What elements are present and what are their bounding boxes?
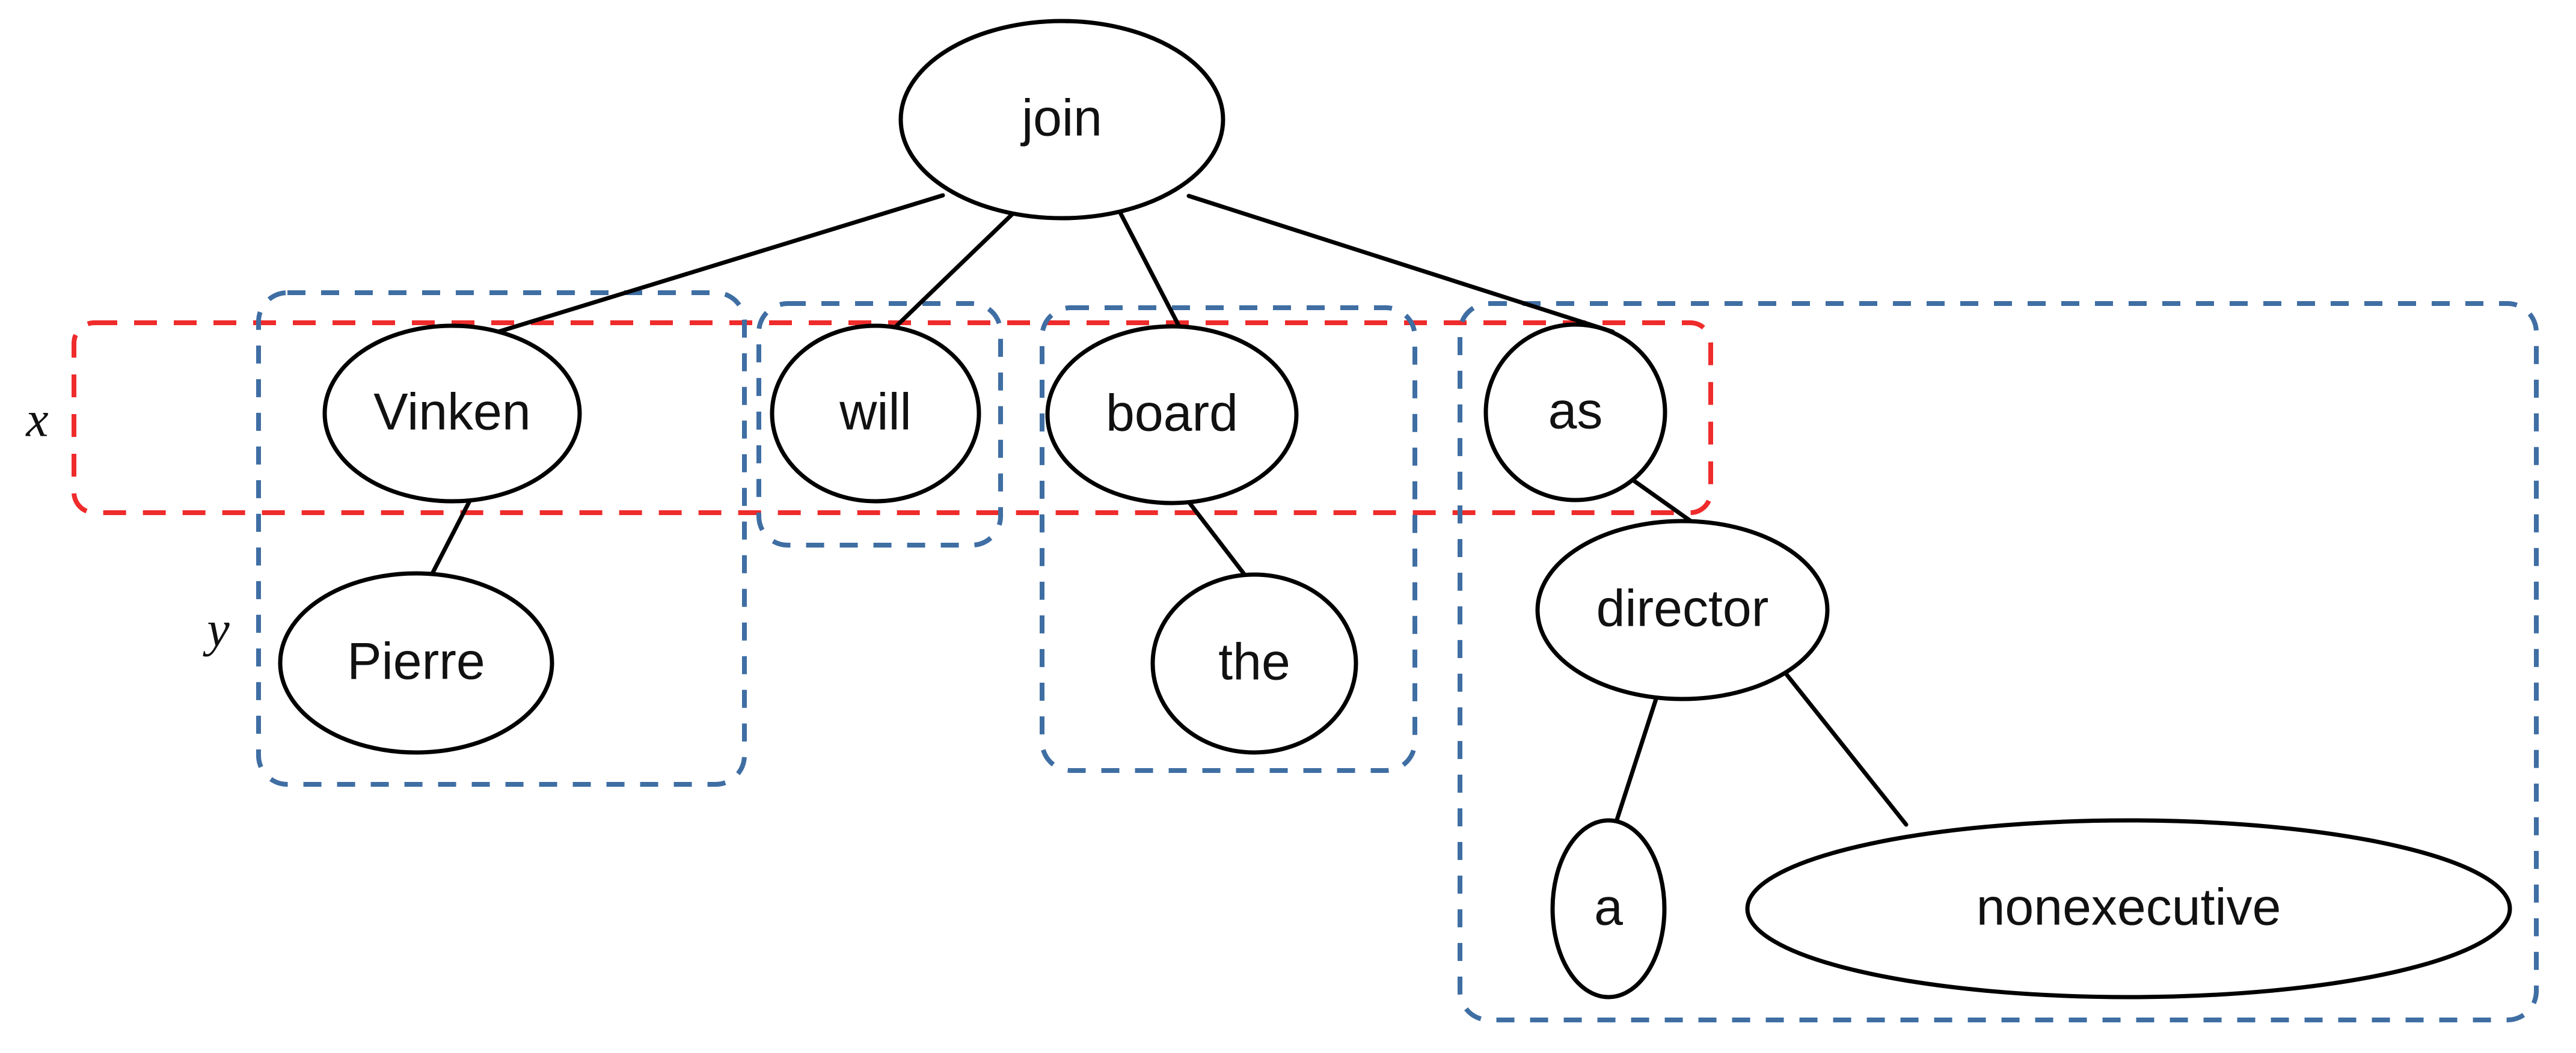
node-label-as: as <box>1548 382 1603 440</box>
edge-join-to-vinken <box>490 193 945 336</box>
node-ellipse-a <box>1550 818 1667 1000</box>
group-box-group-as-phrase <box>1458 301 2539 1022</box>
edge-join-to-as <box>1186 194 1615 334</box>
edge-as-to-director <box>1631 478 1696 525</box>
node-vinken[interactable]: Vinken <box>322 323 582 504</box>
node-board[interactable]: board <box>1045 324 1299 505</box>
node-label-vinken: Vinken <box>373 383 530 441</box>
node-label-board: board <box>1106 385 1238 442</box>
node-label-pierre: Pierre <box>347 633 485 691</box>
group-box-group-will <box>756 301 1003 548</box>
node-will[interactable]: will <box>770 323 981 504</box>
edge-director-to-nonexecutive <box>1779 666 1909 827</box>
node-ellipse-director <box>1535 519 1830 701</box>
edge-join-to-board <box>1117 209 1182 330</box>
node-ellipse-will <box>770 323 981 504</box>
edge-director-to-a <box>1613 695 1659 826</box>
node-ellipse-vinken <box>322 323 582 504</box>
node-label-the: the <box>1218 633 1290 691</box>
node-nonexecutive[interactable]: nonexecutive <box>1745 818 2512 1000</box>
group-boxes-layer <box>256 290 2539 1022</box>
group-box-group-pierre-vinken <box>256 290 747 787</box>
span-box-x-span <box>72 320 1713 515</box>
node-ellipse-nonexecutive <box>1745 818 2512 1000</box>
node-ellipse-pierre <box>278 571 554 755</box>
node-label-join: join <box>1020 90 1102 147</box>
node-director[interactable]: director <box>1535 519 1830 701</box>
node-join[interactable]: join <box>898 19 1225 221</box>
node-the[interactable]: the <box>1150 572 1358 755</box>
node-ellipse-as <box>1483 322 1667 502</box>
node-label-director: director <box>1596 580 1769 638</box>
node-pierre[interactable]: Pierre <box>278 571 554 755</box>
node-ellipse-board <box>1045 324 1299 505</box>
node-ellipse-the <box>1150 572 1358 755</box>
axis-label-x-label: x <box>25 391 48 447</box>
edge-vinken-to-pierre <box>429 489 477 578</box>
edges-layer <box>429 193 1909 827</box>
node-label-a: a <box>1594 879 1623 936</box>
node-a[interactable]: a <box>1550 818 1667 1000</box>
axis-labels-layer: xy <box>25 391 230 657</box>
edge-join-to-will <box>892 209 1017 331</box>
axis-label-y-label: y <box>202 601 230 657</box>
node-ellipse-join <box>898 19 1225 221</box>
node-label-will: will <box>839 383 911 441</box>
node-label-nonexecutive: nonexecutive <box>1976 879 2281 936</box>
span-boxes-layer <box>72 320 1713 515</box>
edge-board-to-the <box>1184 496 1248 579</box>
node-as[interactable]: as <box>1483 322 1667 502</box>
